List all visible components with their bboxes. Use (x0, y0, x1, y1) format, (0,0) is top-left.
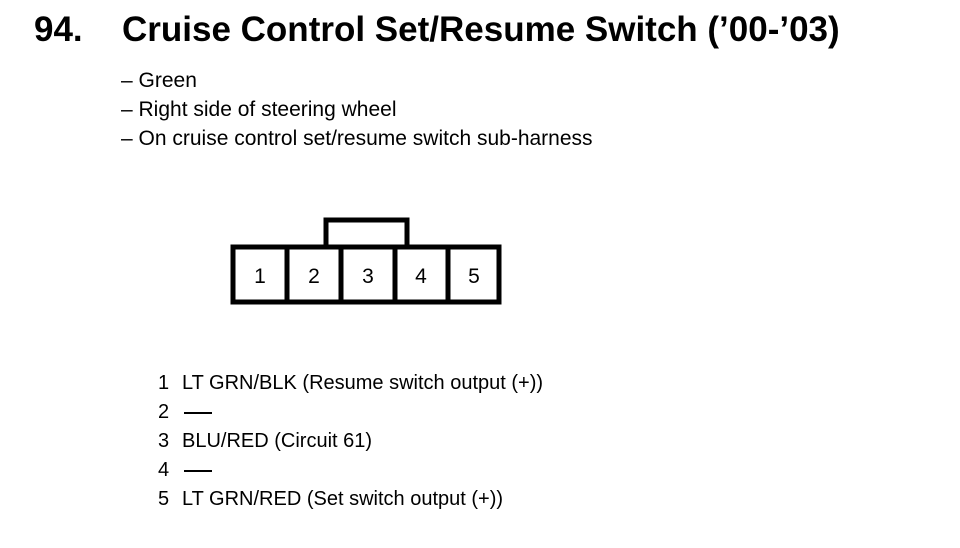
pin-row: 3 BLU/RED (Circuit 61) (158, 427, 543, 456)
pin-number: 4 (158, 459, 170, 481)
pin-label-5: 5 (468, 265, 480, 288)
pin-label-4: 4 (415, 265, 427, 288)
pin-number: 2 (158, 401, 170, 423)
pin-row: 1 LT GRN/BLK (Resume switch output (+)) (158, 369, 543, 398)
connector-lock-tab (323, 217, 410, 250)
connector-outline (230, 217, 502, 305)
pin-number: 3 (158, 430, 170, 452)
pin-row: 2 (158, 398, 543, 427)
pin-label-2: 2 (308, 265, 320, 288)
note-color: – Green (121, 69, 197, 92)
connector-body (230, 244, 502, 305)
unused-pin-dash (184, 456, 212, 472)
pin-row: 4 (158, 456, 543, 485)
title-text: Cruise Control Set/Resume Switch (’00-’0… (122, 10, 840, 49)
pin-row: 5 LT GRN/RED (Set switch output (+)) (158, 485, 543, 514)
connector-notes: – Green – Right side of steering wheel –… (121, 66, 593, 153)
pin-list: 1 LT GRN/BLK (Resume switch output (+)) … (158, 369, 543, 514)
pin-number: 1 (158, 372, 170, 394)
pin-description: LT GRN/RED (Set switch output (+)) (182, 488, 504, 510)
note-harness: – On cruise control set/resume switch su… (121, 127, 593, 150)
pin-number: 5 (158, 488, 170, 510)
page-title: 94. Cruise Control Set/Resume Switch (’00… (34, 10, 840, 50)
pin-description: LT GRN/BLK (Resume switch output (+)) (182, 372, 544, 394)
pin-label-1: 1 (254, 265, 266, 288)
pin-description: BLU/RED (Circuit 61) (182, 430, 373, 452)
pin-cavities (284, 247, 451, 302)
section-number: 94. (34, 10, 83, 49)
note-location: – Right side of steering wheel (121, 98, 397, 121)
pin-label-3: 3 (362, 265, 374, 288)
unused-pin-dash (184, 398, 212, 414)
